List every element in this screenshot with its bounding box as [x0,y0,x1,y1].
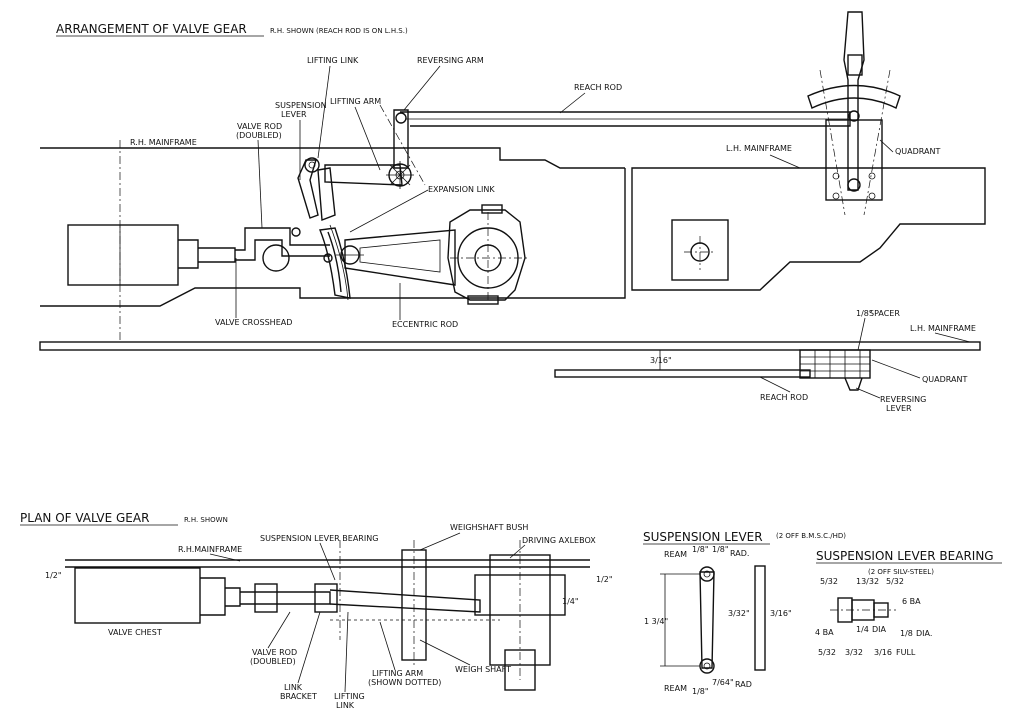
dim-plan-quarter: 1/4" [562,597,579,606]
plan-title: PLAN OF VALVE GEAR [20,511,149,525]
label-lifting-arm-dotted: LIFTING ARM [372,669,423,678]
suspension-bearing-title: SUSPENSION LEVER BEARING [816,549,994,563]
dim-plan-half-right: 1/2" [596,575,613,584]
dim-lever-edge: 3/16" [770,609,792,618]
dim-brg-1-8: 1/8 [900,629,913,638]
reversing-arm-elevation [379,104,426,186]
label-link-bracket: LINK [284,683,303,692]
spacer-block [799,349,871,391]
dim-brg-5-32-b: 5/32 [886,577,904,586]
suspension-lever-detail: SUSPENSION LEVER (2 OFF B.M.S.C./HD) [643,530,846,674]
label-suspension-lever-2: LEVER [281,110,307,119]
label-rad-top: RAD. [730,549,749,558]
label-quadrant-2: QUADRANT [922,375,967,384]
eccentric-rod-elevation [336,229,456,286]
label-lifting-link: LIFTING LINK [307,56,359,65]
dim-lever-thk: 3/32" [728,609,750,618]
label-reversing-lever: REVERSING [880,395,926,404]
label-reach-rod-2: REACH ROD [760,393,808,402]
label-quadrant: QUADRANT [895,147,940,156]
leader-lines [209,65,971,693]
dim-spacer: 1/8" [856,309,873,318]
label-valve-rod: VALVE ROD [237,122,282,131]
label-lifting-link-plan-2: LINK [336,701,355,710]
dim-brg-13-32: 13/32 [856,577,879,586]
dim-gap: 3/16" [650,356,672,365]
label-weigh-shaft: WEIGH SHAFT [455,665,511,674]
rh-mainframe-elevation [40,140,626,340]
label-dia: DIA. [916,629,932,638]
label-ream-bottom: REAM [664,684,687,693]
label-valve-crosshead: VALVE CROSSHEAD [215,318,292,327]
section-view [39,341,981,391]
label-lh-mainframe-2: L.H. MAINFRAME [910,324,976,333]
suspension-bearing-detail: SUSPENSION LEVER BEARING (2 OFF SILV-STE… [816,549,1002,623]
label-eccentric-rod: ECCENTRIC ROD [392,320,458,329]
dim-brg-1-4: 1/4 [856,625,869,634]
label-reversing-lever-2: LEVER [886,404,912,413]
reach-rod-elevation [400,111,851,127]
label-reversing-arm: REVERSING ARM [417,56,484,65]
label-full: FULL [896,648,916,657]
reversing-lever-elevation [807,11,901,216]
label-lifting-arm-dotted-2: (SHOWN DOTTED) [368,678,441,687]
dim-brg-5-32-a: 5/32 [820,577,838,586]
label-suspension-lever: SUSPENSION [275,101,327,110]
suspension-bearing-note: (2 OFF SILV-STEEL) [868,568,934,576]
arrangement-title-block: ARRANGEMENT OF VALVE GEAR R.H. SHOWN (RE… [56,22,408,37]
plan-note: R.H. SHOWN [184,516,228,524]
dim-ream-top: 1/8" [692,545,709,554]
label-valve-chest: VALVE CHEST [108,628,162,637]
lh-mainframe-elevation [631,167,986,291]
dim-lever-length: 1 3/4" [644,617,668,626]
suspension-lever-title: SUSPENSION LEVER [643,530,763,544]
label-lifting-arm: LIFTING ARM [330,97,381,106]
dim-brg-5-32-c: 5/32 [818,648,836,657]
label-suspension-lever-bearing: SUSPENSION LEVER BEARING [260,534,378,543]
label-lifting-link-plan: LIFTING [334,692,365,701]
dim-ream-bottom: 1/8" [692,687,709,696]
valve-chest-elevation [67,224,236,286]
label-link-bracket-2: BRACKET [280,692,317,701]
suspension-lever-elevation [297,157,336,221]
label-four-ba: 4 BA [815,628,834,637]
label-plan-valve-rod-2: (DOUBLED) [250,657,296,666]
suspension-lever-note: (2 OFF B.M.S.C./HD) [776,532,846,540]
label-driving-axlebox: DRIVING AXLEBOX [522,536,596,545]
plan-view [65,540,590,691]
label-plan-valve-rod: VALVE ROD [252,648,297,657]
arrangement-note: R.H. SHOWN (REACH ROD IS ON L.H.S.) [270,27,408,35]
label-reach-rod: REACH ROD [574,83,622,92]
lifting-arm-elevation [324,161,414,189]
label-dia2: DIA [872,625,887,634]
dim-rad-bottom: 7/64" [712,678,734,687]
label-six-ba: 6 BA [902,597,921,606]
dim-plan-half: 1/2" [45,571,62,580]
plan-title-block: PLAN OF VALVE GEAR R.H. SHOWN [20,511,228,526]
dim-rad-top: 1/8" [712,545,729,554]
expansion-link-elevation [319,224,351,301]
dim-brg-3-16: 3/16 [874,648,892,657]
label-lh-mainframe: L.H. MAINFRAME [726,144,792,153]
label-plan-rh-mainframe: R.H.MAINFRAME [178,545,242,554]
label-expansion-link: EXPANSION LINK [428,185,495,194]
label-weighshaft-bush: WEIGHSHAFT BUSH [450,523,528,532]
label-rh-mainframe: R.H. MAINFRAME [130,138,197,147]
label-spacer: SPACER [869,309,900,318]
arrangement-title: ARRANGEMENT OF VALVE GEAR [56,22,247,36]
valve-rod-elevation [235,227,333,272]
annotations: LIFTING LINK REVERSING ARM REACH ROD SUS… [45,56,976,710]
dim-brg-3-32: 3/32 [845,648,863,657]
eccentric-strap-elevation [447,204,528,305]
label-rad-bottom: RAD [735,680,752,689]
label-ream-top: REAM [664,550,687,559]
label-valve-rod-2: (DOUBLED) [236,131,282,140]
